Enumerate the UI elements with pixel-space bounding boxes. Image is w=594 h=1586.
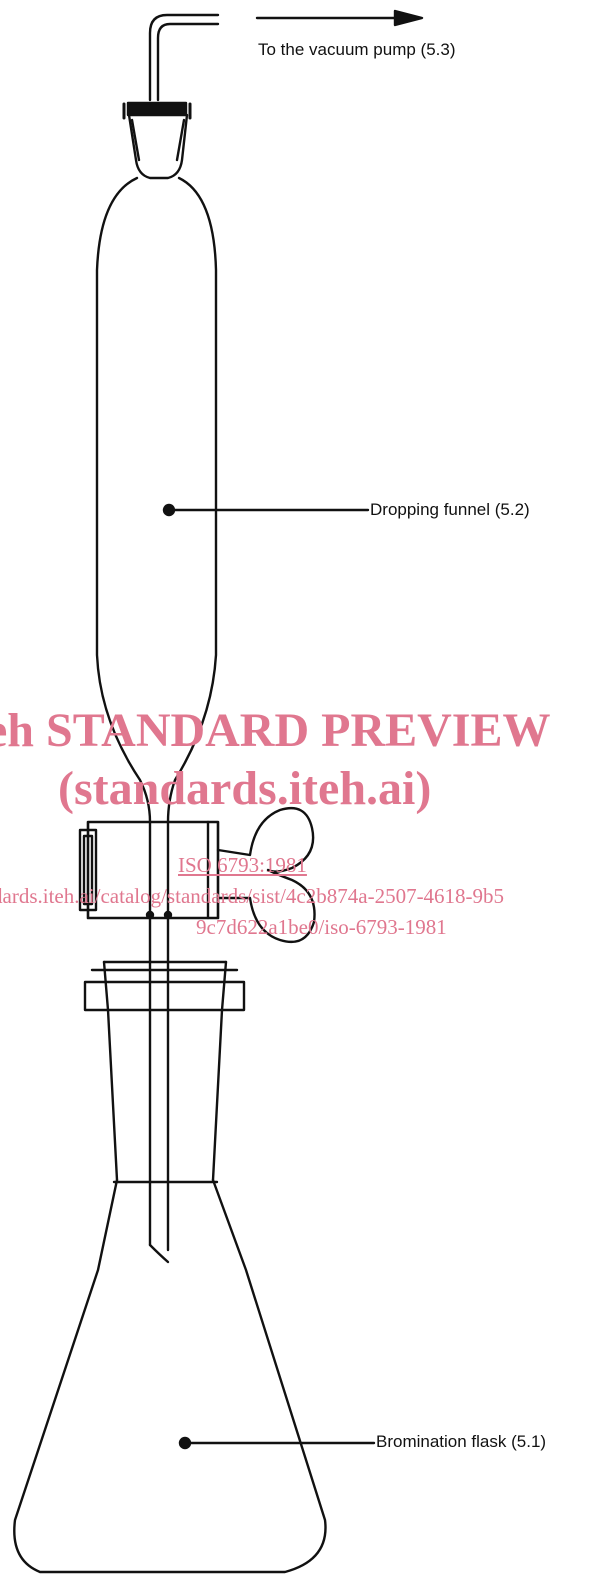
vacuum-outlet-tube: [148, 13, 220, 102]
bromination-flask-body: [13, 1178, 327, 1574]
watermark-url: dards.iteh.ai/catalog/standards/sist/4c2…: [0, 884, 505, 908]
flask-stopper: [83, 960, 246, 1182]
stopcock: [78, 820, 220, 920]
bromination-flask-label: Bromination flask (5.1): [376, 1432, 547, 1451]
watermark-iso-link[interactable]: ISO 6793:1981: [178, 853, 307, 877]
funnel-stem: [148, 916, 170, 1264]
dropping-funnel-label: Dropping funnel (5.2): [370, 500, 530, 519]
vacuum-pump-label: To the vacuum pump (5.3): [258, 40, 456, 59]
dropping-funnel-body: [95, 176, 218, 824]
leader-lines: [162, 503, 376, 1450]
watermark-doc-id: 9c7d622a1be0/iso-6793-1981: [196, 915, 447, 939]
watermark-subtitle: (standards.iteh.ai): [58, 762, 432, 815]
stopcock-handle: [216, 806, 316, 944]
vacuum-arrow: [255, 9, 424, 27]
funnel-stopper: [122, 101, 192, 180]
watermark-title: eh STANDARD PREVIEW: [0, 704, 551, 757]
